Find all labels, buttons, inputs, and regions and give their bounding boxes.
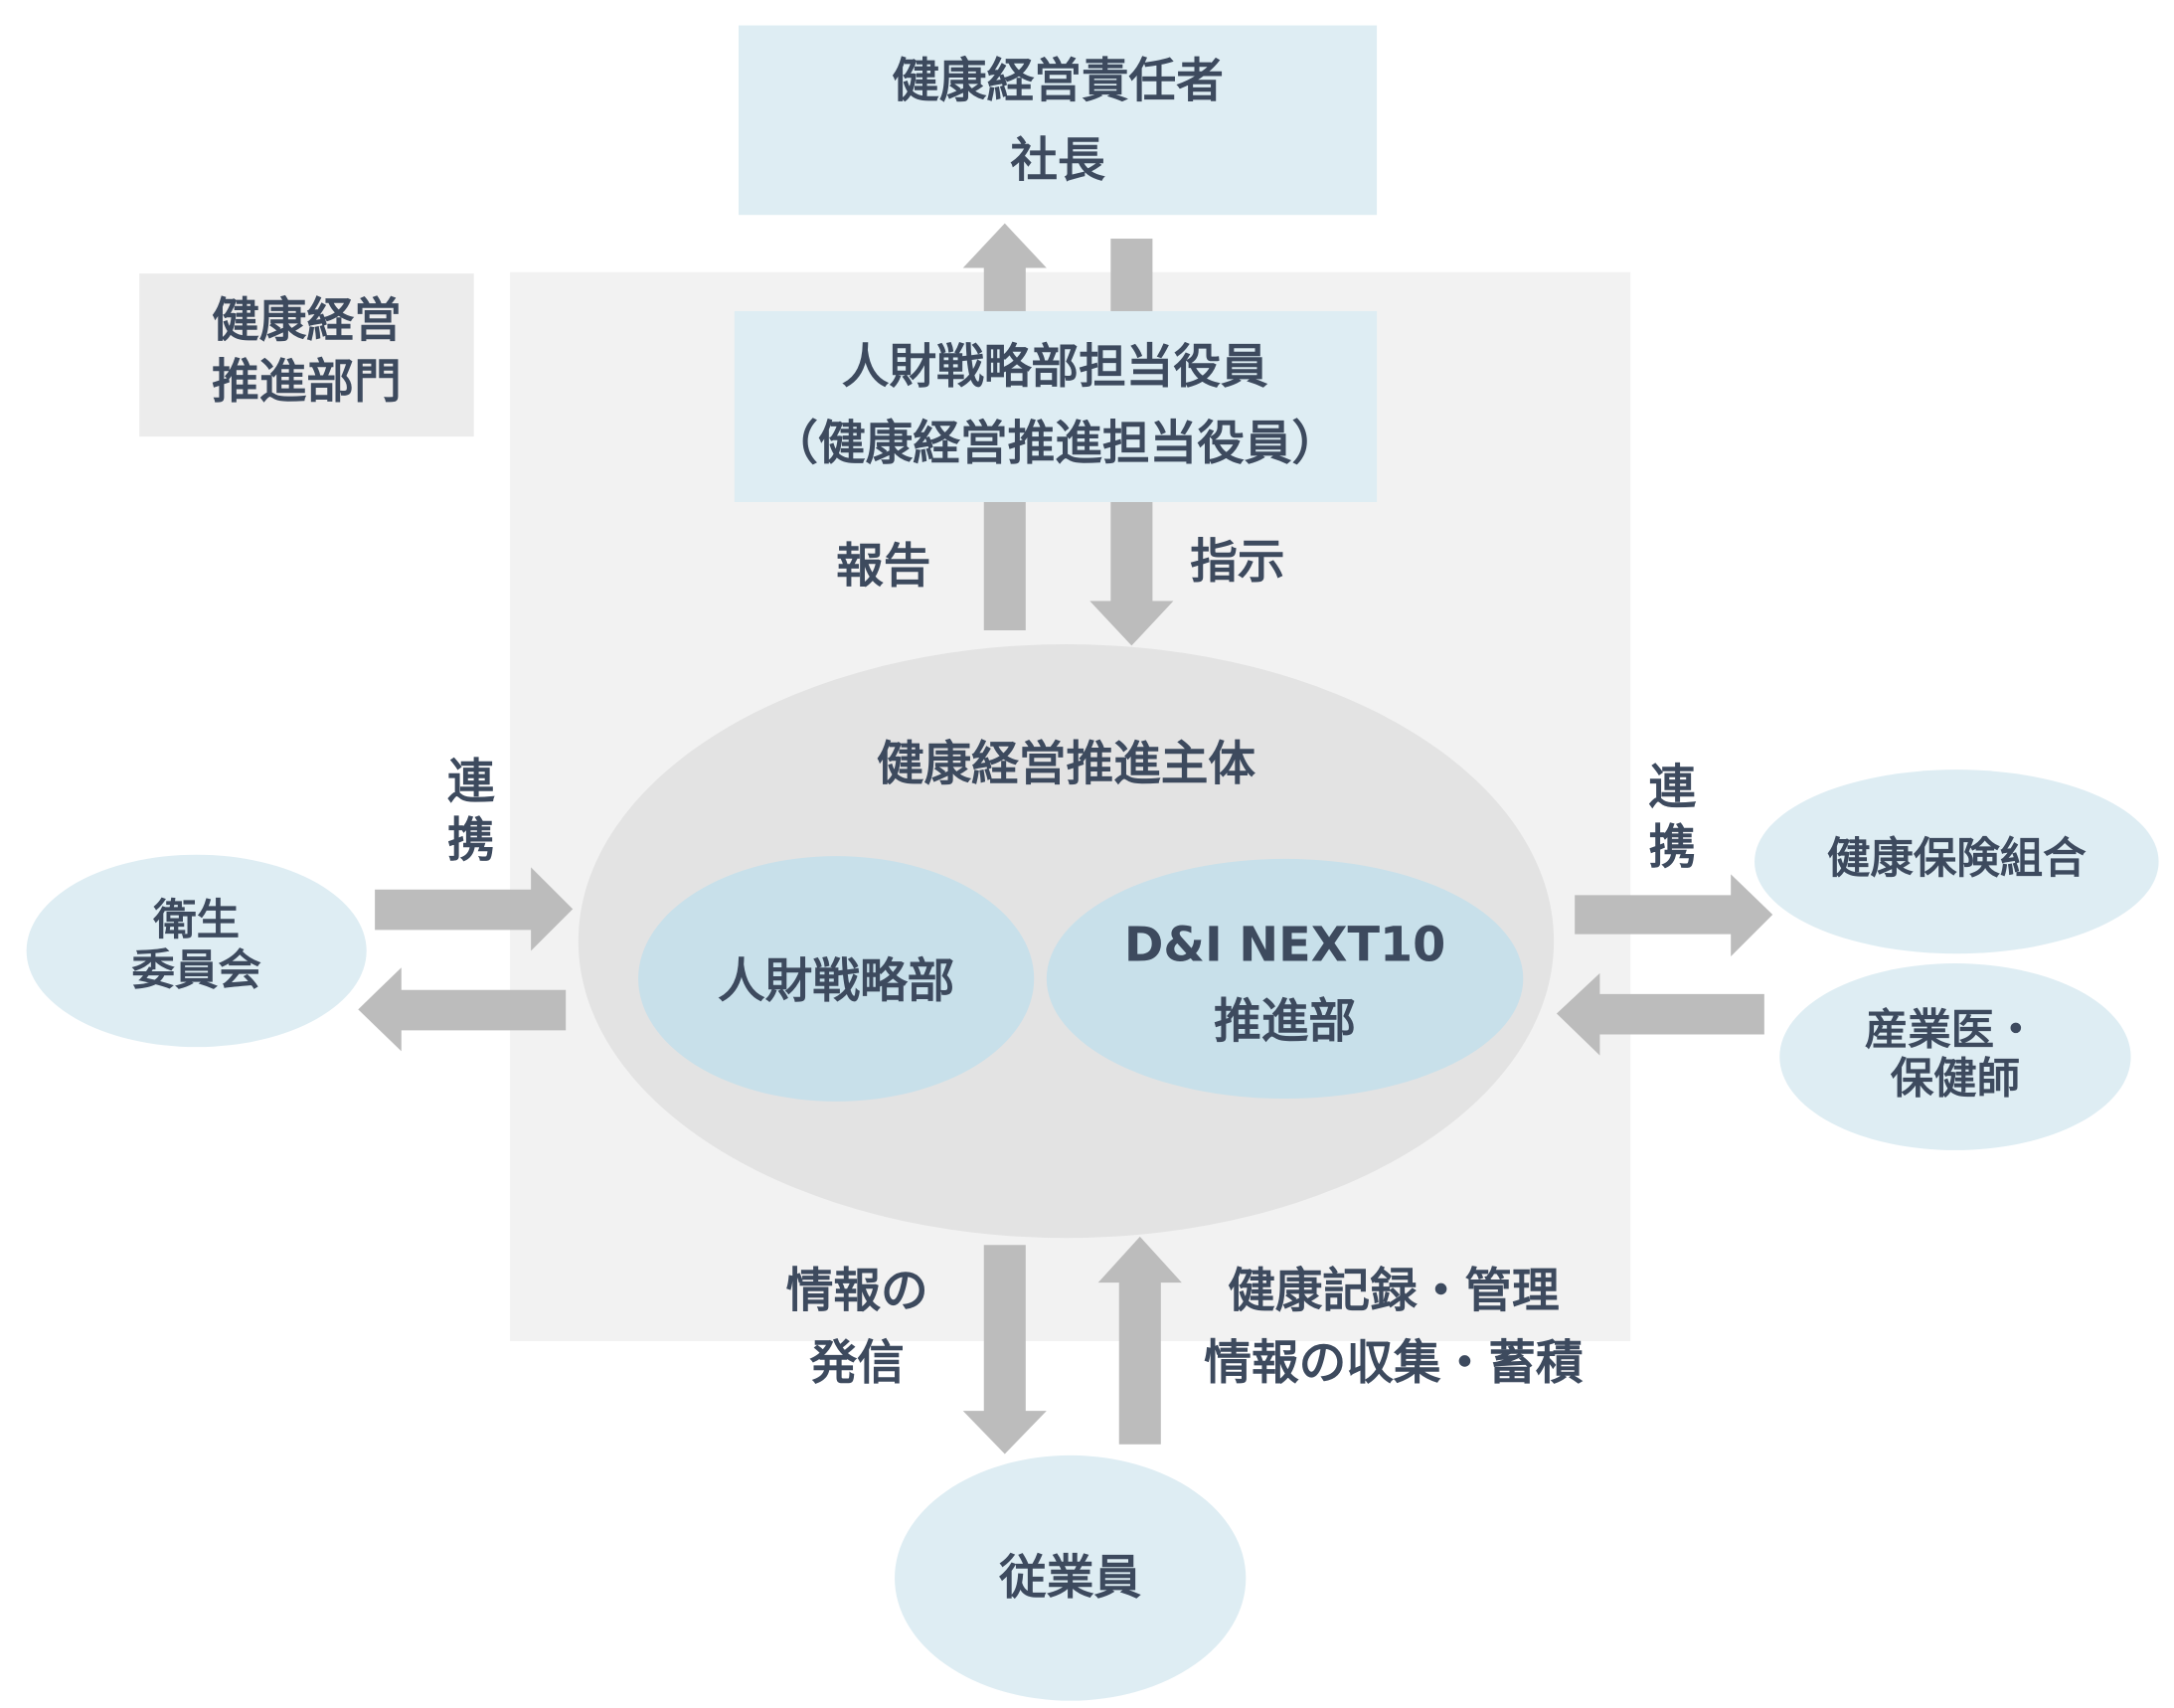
send-info-line2: 発信: [810, 1336, 905, 1391]
dei-next10-line1: D&I NEXT10: [1124, 919, 1445, 973]
right-link-label-1: 連: [1648, 761, 1696, 815]
section-label-box: [139, 273, 474, 437]
report-label: 報告: [836, 539, 930, 594]
collect-info-line1: 健康記録・管理: [1228, 1264, 1560, 1318]
report-arrow-shaft: [983, 499, 1026, 630]
left-link-label-2: 携: [447, 813, 495, 868]
officer-box: [734, 310, 1378, 503]
industrial-doctor-line2: 保健師: [1891, 1055, 2020, 1105]
officer-subtitle: （健康経営推進担当役員）: [770, 417, 1339, 471]
responsible-title: 健康経営責任者: [892, 54, 1224, 108]
arrow-left-to-center: [375, 867, 574, 951]
collect-info-line2: 情報の収集・蓄積: [1204, 1336, 1584, 1391]
dei-next10-line2: 推進部: [1214, 995, 1356, 1050]
industrial-doctor-line1: 産業医・: [1865, 1006, 2038, 1056]
arrow-stub-from-president: [1110, 239, 1153, 313]
promotion-body-title: 健康経営推進主体: [877, 737, 1256, 791]
dei-next10-ellipse: [1046, 858, 1524, 1100]
section-label-line2: 推進部門: [212, 355, 402, 410]
health-committee-line1: 衛生: [152, 896, 240, 945]
hr-strategy-ellipse: [638, 856, 1035, 1102]
officer-title: 人財戦略部担当役員: [842, 340, 1268, 395]
health-committee-line2: 委員会: [132, 945, 262, 995]
section-label-line1: 健康経営: [212, 294, 402, 349]
employees-label: 従業員: [998, 1551, 1141, 1606]
instruct-label: 指示: [1190, 535, 1284, 590]
industrial-doctor-ellipse: [1779, 963, 2131, 1150]
health-committee-ellipse: [26, 854, 367, 1048]
arrow-right-to-center: [1556, 972, 1764, 1056]
health-insurance-label: 健康保険組合: [1827, 834, 2087, 884]
left-link-label-1: 連: [447, 756, 495, 810]
hr-strategy-label: 人財戦略部: [718, 954, 954, 1009]
employees-ellipse: [895, 1454, 1247, 1701]
responsible-name: 社長: [1010, 133, 1105, 188]
arrow-center-to-left: [358, 967, 567, 1052]
health-insurance-ellipse: [1755, 769, 2159, 954]
arrow-center-to-right: [1575, 874, 1773, 957]
right-link-label-2: 携: [1648, 820, 1696, 875]
send-info-line1: 情報の: [786, 1264, 928, 1318]
responsible-person-box: [739, 25, 1378, 216]
